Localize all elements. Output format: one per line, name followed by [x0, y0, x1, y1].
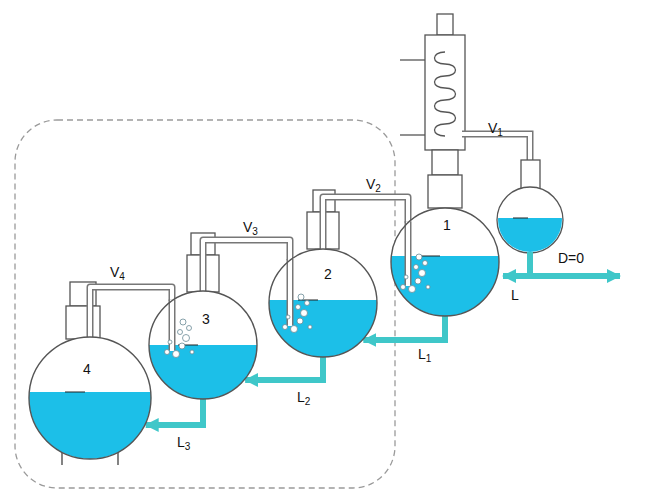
flask-number: 1 [443, 217, 451, 233]
liquid [148, 345, 258, 400]
liquid-line [245, 357, 323, 380]
liquid-line [146, 399, 203, 425]
flask-body [268, 248, 378, 358]
bubble [308, 325, 312, 329]
bubble [409, 286, 416, 293]
bubble [291, 326, 298, 333]
dip-tube [405, 221, 412, 285]
bubble [179, 343, 185, 349]
flask: 2 [268, 248, 378, 358]
bubble [426, 285, 430, 289]
stream-label: L3 [177, 434, 190, 450]
flask-body [28, 336, 152, 460]
flask-outline [391, 208, 499, 316]
bubble [297, 318, 303, 324]
bubble [401, 285, 406, 290]
stream-label: V4 [110, 264, 125, 280]
bubble [178, 330, 183, 335]
flask: 1 [390, 207, 500, 317]
bubble [187, 326, 192, 331]
bubble [173, 351, 180, 358]
stream-label: V2 [366, 176, 381, 192]
liquid-line [363, 316, 445, 340]
stream-label: V1 [488, 120, 503, 136]
stream-label: D=0 [558, 250, 584, 266]
bubble [286, 315, 290, 319]
flask-body [148, 290, 258, 400]
stream-label: L [511, 287, 519, 303]
dip-tube [287, 259, 294, 325]
liquid-level [420, 256, 440, 257]
flask-outline [149, 291, 257, 399]
bubble [190, 350, 194, 354]
bubble [415, 278, 421, 284]
liquid-level [65, 392, 85, 393]
flask: 4 [28, 336, 152, 460]
bubble [296, 305, 301, 310]
flask-number: 2 [324, 266, 332, 282]
liquid [268, 300, 378, 358]
vapor-pipe-bore [462, 134, 530, 188]
flask-outline [269, 249, 377, 357]
bubble [416, 254, 422, 260]
bubble [419, 270, 426, 277]
bubble [298, 294, 304, 300]
flask-number: 4 [83, 361, 91, 377]
dip-tube [169, 300, 176, 350]
stream-label: L2 [297, 389, 310, 405]
stream-label: V3 [243, 219, 258, 235]
bubble [423, 261, 428, 266]
flask-outline [29, 337, 151, 459]
receiver-flask [490, 160, 570, 258]
liquid [28, 392, 152, 460]
bubble [183, 335, 190, 342]
condenser [400, 14, 465, 150]
bubble [301, 310, 308, 317]
bubble [305, 301, 310, 306]
bubble [180, 319, 186, 325]
stream-label: L1 [418, 346, 431, 362]
bubble [283, 325, 288, 330]
bubble [165, 350, 170, 355]
flask: 3 [148, 290, 258, 400]
bubble [404, 275, 408, 279]
flask-number: 3 [202, 311, 210, 327]
bubble [414, 265, 419, 270]
bubble [168, 340, 172, 344]
vapor-pipe [462, 134, 530, 188]
